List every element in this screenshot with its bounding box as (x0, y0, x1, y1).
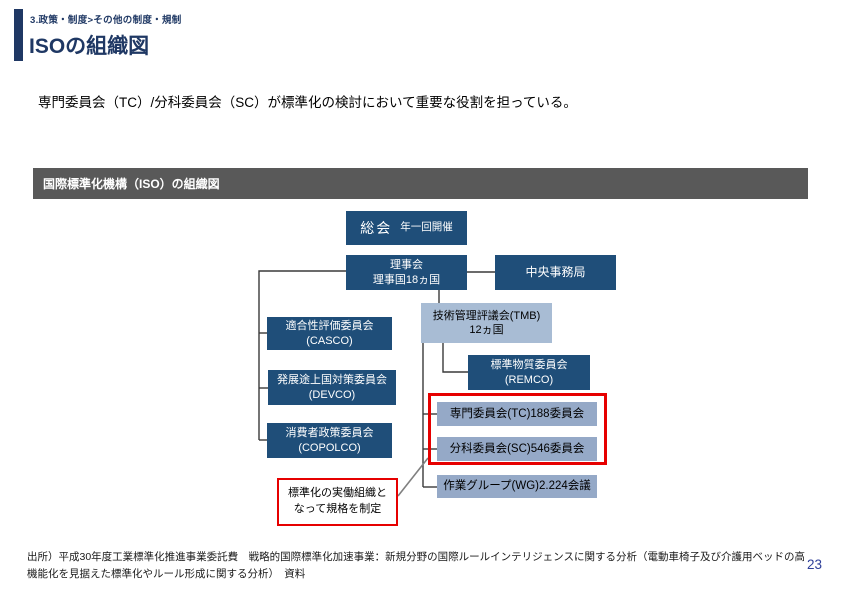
org-node-copolco: 消費者政策委員会 (COPOLCO) (267, 423, 392, 458)
org-node-devco: 発展途上国対策委員会 (DEVCO) (268, 370, 396, 405)
tc-sc-highlight-frame (428, 393, 607, 465)
page-number: 23 (806, 557, 822, 572)
org-node-technical-committee-label: 専門委員会(TC)188委員会 (449, 407, 585, 420)
title-accent-bar (14, 9, 23, 61)
org-node-general-assembly-note: 年一回開催 (400, 221, 453, 234)
org-node-general-assembly-title: 総会 (360, 219, 393, 236)
org-node-technical-committee: 専門委員会(TC)188委員会 (437, 402, 597, 426)
org-node-remco-line1: 標準物質委員会 (490, 359, 568, 372)
org-node-working-group-label: 作業グループ(WG)2.224会議 (443, 480, 591, 493)
callout-standardization-note: 標準化の実働組織と なって規格を制定 (277, 478, 398, 526)
callout-line1: 標準化の実働組織と (288, 487, 387, 500)
org-node-council-line2: 理事国18ヵ国 (372, 273, 441, 286)
org-node-tmb-line1: 技術管理評議会(TMB) (432, 309, 541, 322)
panel-header-label: 国際標準化機構（ISO）の組織図 (43, 177, 220, 191)
callout-line2: なって規格を制定 (293, 503, 382, 515)
org-node-council-line1: 理事会 (390, 259, 423, 272)
org-node-central-secretariat-label: 中央事務局 (525, 264, 586, 279)
panel-header: 国際標準化機構（ISO）の組織図 (33, 168, 808, 199)
org-node-general-assembly: 総会 年一回開催 (346, 211, 467, 245)
org-node-tmb-line2: 12ヵ国 (469, 324, 504, 336)
org-node-remco-line2: (REMCO) (504, 373, 554, 386)
org-node-casco-line2: (CASCO) (306, 334, 353, 347)
org-node-remco: 標準物質委員会 (REMCO) (468, 355, 590, 390)
org-node-copolco-line1: 消費者政策委員会 (285, 427, 374, 440)
org-node-working-group: 作業グループ(WG)2.224会議 (437, 475, 597, 498)
footer-source-note: 出所）平成30年度工業標準化推進事業委託費 戦略的国際標準化加速事業：新規分野の… (27, 551, 805, 581)
org-node-devco-line2: (DEVCO) (308, 388, 356, 401)
org-node-casco-line1: 適合性評価委員会 (285, 320, 374, 333)
org-node-tmb: 技術管理評議会(TMB) 12ヵ国 (421, 303, 552, 343)
lead-text: 専門委員会（TC）/分科委員会（SC）が標準化の検討において重要な役割を担ってい… (38, 95, 577, 110)
org-node-subcommittee-label: 分科委員会(SC)546委員会 (449, 442, 585, 455)
org-node-council: 理事会 理事国18ヵ国 (346, 255, 467, 290)
page-title: ISOの組織図 (29, 35, 150, 58)
org-node-central-secretariat: 中央事務局 (495, 255, 616, 290)
breadcrumb: 3.政策・制度>その他の制度・規制 (30, 15, 182, 26)
org-node-copolco-line2: (COPOLCO) (298, 441, 361, 454)
org-node-devco-line1: 発展途上国対策委員会 (277, 374, 387, 387)
org-node-subcommittee: 分科委員会(SC)546委員会 (437, 437, 597, 461)
org-node-casco: 適合性評価委員会 (CASCO) (267, 317, 392, 350)
